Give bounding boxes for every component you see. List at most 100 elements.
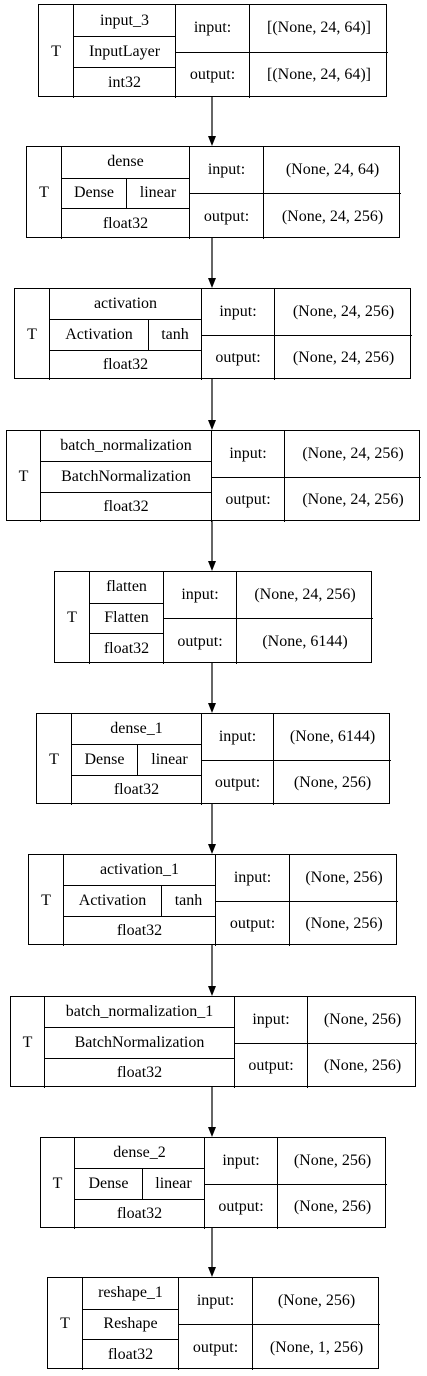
layer-class: Activation bbox=[49, 319, 148, 350]
input-shape: [(None, 24, 64)] bbox=[249, 5, 388, 52]
layer-activation: linear bbox=[137, 744, 201, 775]
layer-class: Dense bbox=[74, 1168, 142, 1199]
output-label: output: bbox=[201, 334, 274, 380]
input-shape: (None, 24, 256) bbox=[236, 572, 373, 618]
layer-dtype: float32 bbox=[40, 491, 211, 522]
layer-name: input_3 bbox=[73, 5, 175, 36]
output-shape: (None, 6144) bbox=[236, 618, 373, 664]
layer-type-marker: T bbox=[51, 42, 61, 60]
layer-class: Dense bbox=[61, 177, 126, 209]
output-shape: (None, 256) bbox=[307, 1042, 417, 1088]
input-shape: (None, 24, 256) bbox=[284, 431, 421, 477]
output-shape: (None, 24, 256) bbox=[274, 334, 412, 380]
input-shape: (None, 256) bbox=[289, 855, 398, 901]
output-shape: (None, 24, 256) bbox=[284, 476, 421, 522]
output-shape: (None, 24, 256) bbox=[263, 193, 401, 239]
layer-type-marker: T bbox=[27, 325, 37, 343]
layer-class: Dense bbox=[71, 744, 137, 775]
input-label: input: bbox=[201, 289, 274, 335]
input-shape: (None, 24, 64) bbox=[263, 147, 401, 193]
layer-dtype: float32 bbox=[89, 633, 163, 664]
input-shape: (None, 24, 256) bbox=[274, 289, 412, 335]
output-shape: (None, 256) bbox=[277, 1183, 387, 1229]
output-label: output: bbox=[234, 1042, 307, 1088]
output-label: output: bbox=[201, 759, 273, 805]
layer-type-marker: T bbox=[18, 467, 29, 485]
layer-dtype: float32 bbox=[49, 349, 201, 380]
layer-type-marker: T bbox=[67, 609, 77, 626]
layer-name: dense_1 bbox=[71, 714, 201, 745]
input-shape: (None, 6144) bbox=[273, 714, 391, 760]
edge-arrowhead bbox=[208, 278, 216, 288]
input-label: input: bbox=[215, 855, 289, 901]
layer-activation: linear bbox=[126, 177, 189, 209]
output-shape: [(None, 24, 64)] bbox=[249, 51, 388, 98]
layer-type-marker: T bbox=[60, 1315, 70, 1332]
input-shape: (None, 256) bbox=[307, 997, 417, 1043]
layer-dtype: float32 bbox=[74, 1198, 204, 1229]
output-label: output: bbox=[178, 1324, 252, 1370]
input-label: input: bbox=[234, 997, 307, 1043]
layer-name: activation bbox=[49, 289, 201, 320]
edge-arrowhead bbox=[208, 844, 216, 854]
input-label: input: bbox=[211, 431, 284, 477]
layer-class: InputLayer bbox=[73, 36, 175, 67]
layer-dtype: float32 bbox=[44, 1057, 234, 1088]
input-label: input: bbox=[163, 572, 236, 618]
layer-dtype: float32 bbox=[61, 208, 189, 239]
input-label: input: bbox=[201, 714, 273, 760]
input-label: input: bbox=[204, 1138, 277, 1184]
layer-name: reshape_1 bbox=[82, 1278, 178, 1309]
edge-arrowhead bbox=[208, 420, 216, 430]
output-label: output: bbox=[189, 193, 263, 239]
layer-dtype: float32 bbox=[63, 915, 215, 946]
output-shape: (None, 256) bbox=[289, 900, 398, 946]
edge-arrowhead bbox=[208, 1267, 216, 1277]
layer-activation: linear bbox=[142, 1168, 204, 1199]
input-shape: (None, 256) bbox=[277, 1138, 387, 1184]
output-label: output: bbox=[175, 51, 249, 98]
layer-type-marker: T bbox=[41, 891, 51, 909]
edge-arrowhead bbox=[208, 136, 216, 146]
layer-name: batch_normalization bbox=[40, 431, 211, 462]
output-label: output: bbox=[215, 900, 289, 946]
layer-name: activation_1 bbox=[63, 855, 215, 886]
input-label: input: bbox=[175, 5, 249, 52]
layer-class: BatchNormalization bbox=[44, 1027, 234, 1058]
layer-class: BatchNormalization bbox=[40, 461, 211, 492]
edge-arrowhead bbox=[208, 561, 216, 571]
layer-dtype: float32 bbox=[71, 774, 201, 805]
edge-arrowhead bbox=[208, 986, 216, 996]
edge-arrowhead bbox=[208, 1127, 216, 1137]
layer-dtype: int32 bbox=[73, 67, 175, 98]
layer-dtype: float32 bbox=[82, 1339, 178, 1370]
output-label: output: bbox=[211, 476, 284, 522]
layer-type-marker: T bbox=[39, 184, 49, 201]
layer-class: Activation bbox=[63, 885, 161, 916]
input-label: input: bbox=[189, 147, 263, 193]
layer-name: flatten bbox=[89, 572, 163, 603]
input-shape: (None, 256) bbox=[252, 1278, 380, 1324]
layer-name: dense_2 bbox=[74, 1138, 204, 1169]
output-label: output: bbox=[163, 618, 236, 664]
layer-activation: tanh bbox=[148, 319, 201, 350]
layer-type-marker: T bbox=[52, 1174, 63, 1192]
layer-activation: tanh bbox=[161, 885, 215, 916]
layer-class: Flatten bbox=[89, 602, 163, 634]
output-shape: (None, 256) bbox=[273, 759, 391, 805]
layer-type-marker: T bbox=[49, 750, 59, 768]
output-label: output: bbox=[204, 1183, 277, 1229]
layer-name: batch_normalization_1 bbox=[44, 997, 234, 1028]
edge-arrowhead bbox=[208, 703, 216, 713]
layer-name: dense bbox=[61, 147, 189, 178]
